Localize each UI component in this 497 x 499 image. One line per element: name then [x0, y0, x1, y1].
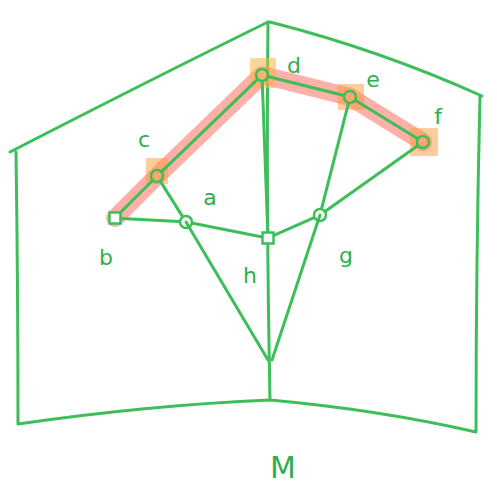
marker-shape — [254, 67, 270, 83]
geodesic-line — [326, 146, 418, 211]
circle-marker — [314, 209, 326, 221]
point-marker: h — [260, 230, 276, 246]
marker-shape — [178, 214, 194, 230]
circle-marker — [180, 216, 192, 228]
point-marker: a — [178, 214, 194, 230]
surface-label: M — [270, 453, 296, 483]
circle-marker — [256, 69, 268, 81]
point-marker: d — [254, 67, 270, 83]
point-marker: b — [107, 210, 123, 226]
geodesic-line — [356, 101, 417, 139]
geodesic-line — [162, 80, 257, 171]
point-label: a — [203, 187, 216, 209]
highlight-path — [115, 75, 423, 218]
marker-shape — [312, 207, 328, 223]
marker-shape — [342, 89, 358, 105]
circle-marker — [417, 136, 429, 148]
point-label: d — [287, 55, 301, 77]
left-page-outline — [10, 22, 270, 424]
geodesic-line — [269, 77, 343, 96]
square-marker — [110, 213, 121, 224]
point-label: g — [339, 245, 353, 267]
geodesic-line — [161, 182, 183, 216]
circle-marker — [151, 170, 163, 182]
geodesic-line — [274, 218, 313, 235]
point-label: e — [366, 69, 380, 91]
marker-shape — [260, 230, 276, 246]
point-marker: g — [312, 207, 328, 223]
point-marker: c — [149, 168, 165, 184]
point-marker: f — [415, 134, 431, 150]
geodesic-line — [193, 223, 261, 236]
point-label: b — [99, 247, 113, 269]
geodesic-line — [322, 104, 349, 208]
point-label: f — [434, 106, 442, 128]
fold-line — [272, 215, 320, 360]
highlight-spot — [338, 84, 364, 110]
point-label: c — [138, 129, 150, 151]
marker-shape — [107, 210, 123, 226]
highlight — [115, 58, 438, 218]
highlight-spot — [146, 158, 168, 184]
marker-shape — [149, 168, 165, 184]
geodesic-line — [262, 82, 267, 231]
highlight-spot — [410, 128, 438, 156]
geodesic-line — [122, 218, 179, 221]
circle-marker — [344, 91, 356, 103]
square-marker — [263, 233, 274, 244]
fold-line — [186, 222, 268, 360]
marker-shape — [415, 134, 431, 150]
point-marker: e — [342, 89, 358, 105]
geodesic-line — [120, 181, 152, 213]
point-label: h — [243, 265, 257, 287]
